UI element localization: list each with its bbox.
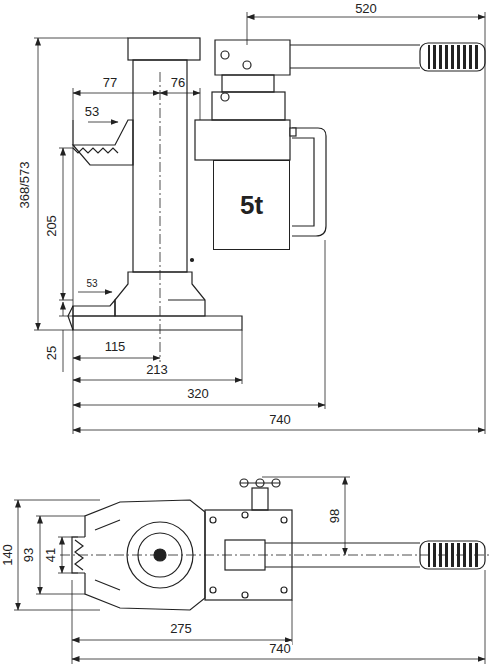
dimension-value: 320: [186, 387, 210, 401]
dimension-value: 740: [268, 413, 292, 427]
dimension-value: 205: [45, 214, 59, 238]
capacity-mark: 5t: [240, 190, 263, 221]
dimension-value: 213: [145, 363, 169, 377]
dimension-value: 53: [85, 278, 98, 289]
dimension-value: 275: [169, 622, 193, 636]
dimension-value: 76: [170, 76, 186, 90]
dimension-value: 520: [354, 2, 378, 16]
dimension-value: 115: [104, 340, 127, 354]
dimension-value: 93: [22, 547, 36, 563]
dimension-value: 53: [84, 105, 100, 119]
dimension-value: 41: [44, 547, 58, 563]
dimension-value: 140: [1, 543, 15, 567]
dimension-value: 25: [45, 345, 59, 361]
dimension-value: 740: [268, 642, 292, 656]
dimension-value: 77: [102, 76, 118, 90]
dimension-value: 98: [328, 508, 342, 524]
dimension-value: 368/573: [17, 161, 31, 210]
cylinder-body: 5t: [213, 160, 290, 250]
